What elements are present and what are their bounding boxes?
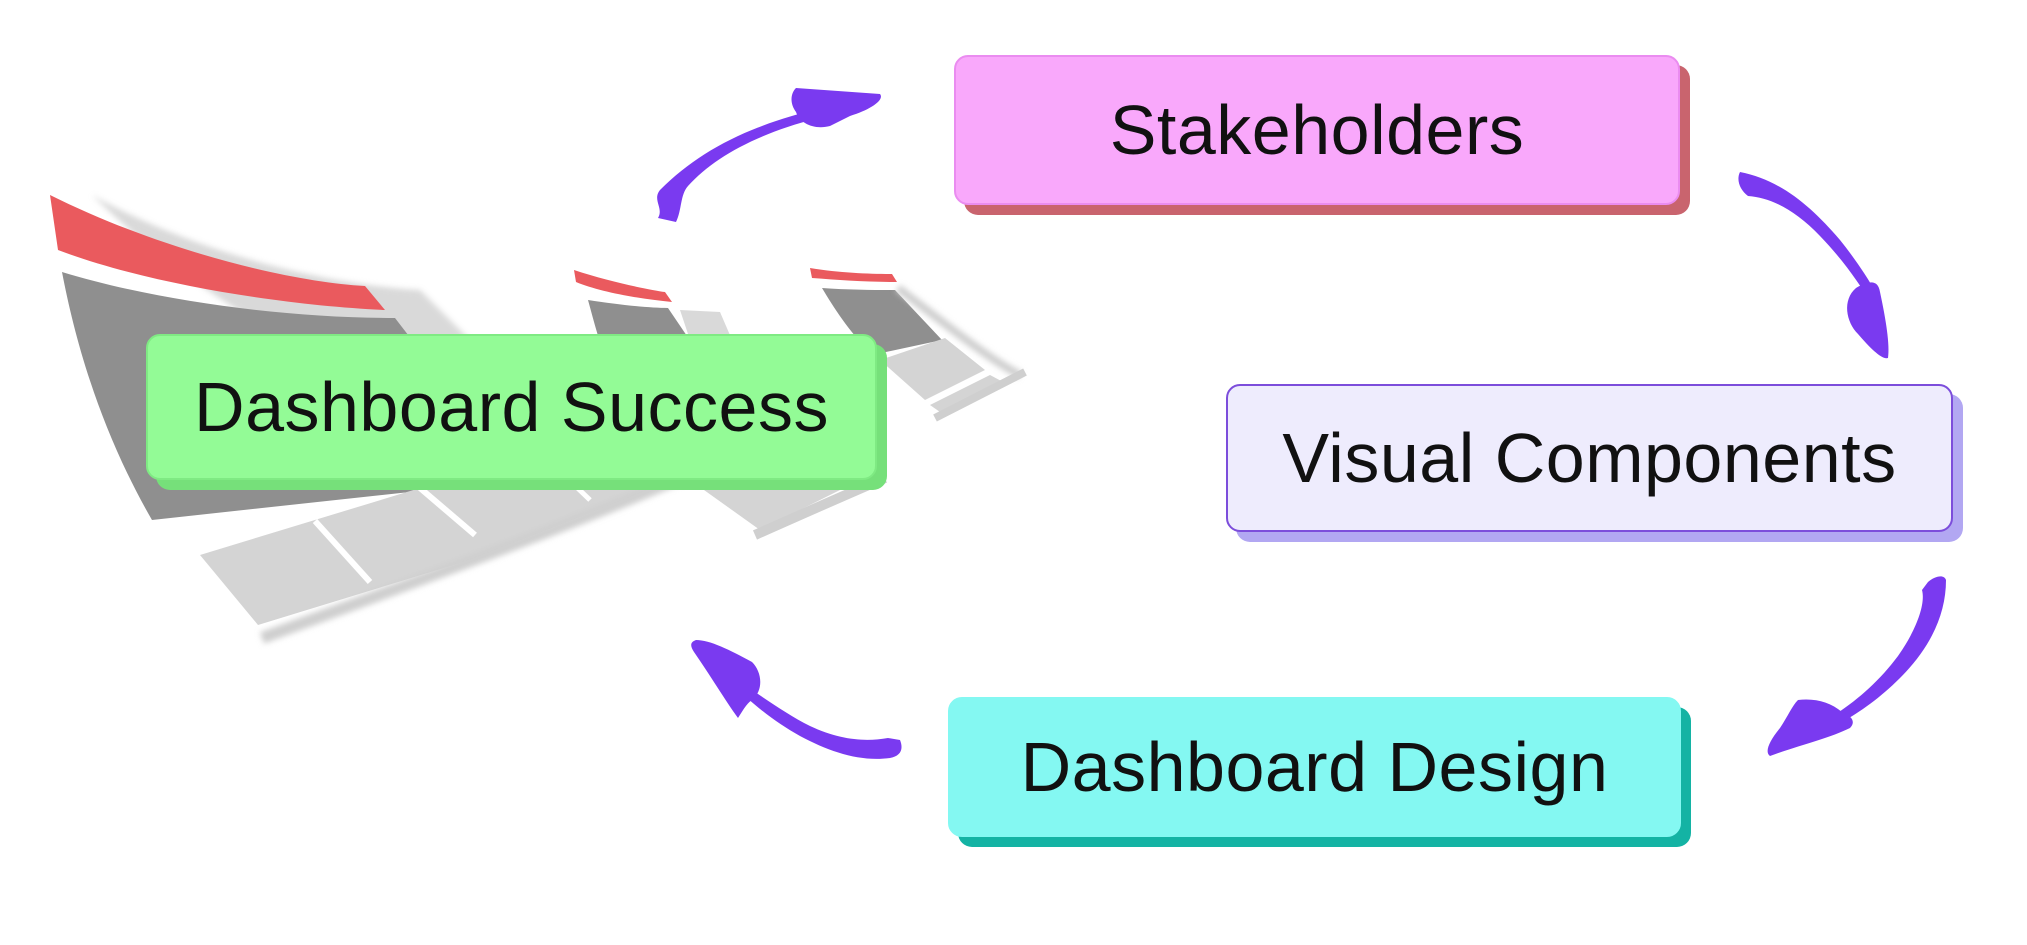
node-dashboard-design-label: Dashboard Design — [1020, 728, 1609, 806]
curved-arrow-icon — [691, 640, 902, 759]
node-dashboard-design: Dashboard Design — [948, 697, 1681, 837]
dashboard-red-band — [50, 195, 385, 310]
node-visual-components-label: Visual Components — [1282, 419, 1897, 497]
node-stakeholders-label: Stakeholders — [1109, 91, 1525, 169]
curved-arrow-icon — [1767, 576, 1946, 756]
node-dashboard-success: Dashboard Success — [146, 334, 877, 480]
node-stakeholders: Stakeholders — [954, 55, 1680, 205]
node-dashboard-success-label: Dashboard Success — [194, 368, 829, 446]
node-visual-components: Visual Components — [1226, 384, 1953, 532]
curved-arrow-icon — [1738, 172, 1889, 359]
curved-arrow-icon — [657, 88, 881, 222]
